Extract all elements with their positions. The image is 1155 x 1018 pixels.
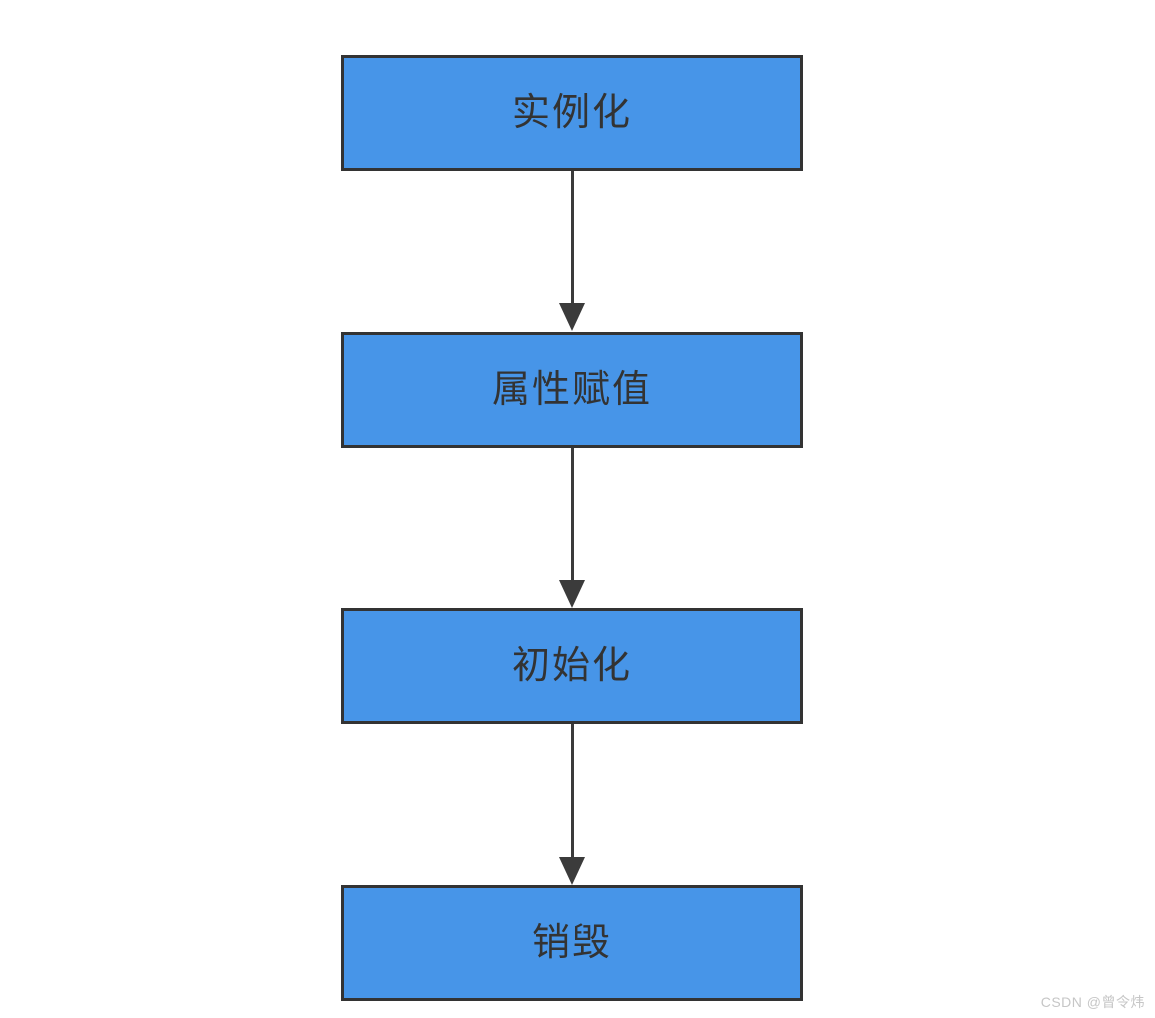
arrow-property-assignment-to-initialization bbox=[558, 448, 586, 608]
arrowhead-down-icon bbox=[559, 580, 585, 608]
node-label-property-assignment: 属性赋值 bbox=[491, 369, 652, 411]
arrowhead-down-icon bbox=[559, 857, 585, 885]
arrow-instantiation-to-property-assignment bbox=[558, 171, 586, 331]
arrow-shaft bbox=[570, 171, 574, 305]
flow-node-initialization: 初始化 bbox=[341, 608, 803, 724]
arrow-shaft bbox=[570, 448, 574, 582]
node-label-initialization: 初始化 bbox=[511, 645, 632, 687]
flow-node-destruction: 销毁 bbox=[341, 885, 803, 1001]
arrow-initialization-to-destruction bbox=[558, 724, 586, 885]
node-label-destruction: 销毁 bbox=[531, 922, 612, 964]
arrowhead-down-icon bbox=[559, 303, 585, 331]
csdn-watermark: CSDN @曾令炜 bbox=[1040, 994, 1145, 1010]
arrow-shaft bbox=[570, 724, 574, 859]
flow-node-instantiation: 实例化 bbox=[341, 55, 803, 171]
node-label-instantiation: 实例化 bbox=[511, 92, 632, 134]
flow-node-property-assignment: 属性赋值 bbox=[341, 332, 803, 448]
